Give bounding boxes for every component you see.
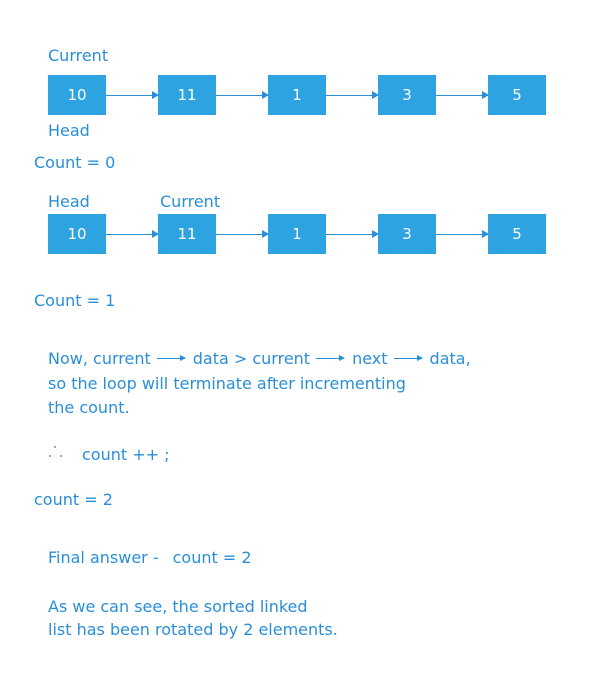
dot [54,446,56,448]
list-node-3: 1 [268,214,326,254]
list-node-5: 5 [488,214,546,254]
head-pointer-label: Head [48,192,90,211]
count-text: Count = 0 [34,153,116,172]
list-node-1: 10 [48,214,106,254]
list-node-1: 10 [48,75,106,115]
conclusion-line-1: As we can see, the sorted linked [48,597,308,616]
next-arrow [106,91,159,99]
explanation-line-1: Now, current data > current next data, [48,349,471,369]
explanation-part: Now, current [48,349,151,368]
next-arrow [106,230,159,238]
next-arrow [436,91,489,99]
explanation-part: data > current [192,349,311,368]
arrow-icon [393,354,423,361]
list-node-2: 11 [158,75,216,115]
list-node-5: 5 [488,75,546,115]
next-arrow [436,230,489,238]
dot [49,455,51,457]
arrow-icon [316,354,346,361]
head-pointer-label: Head [48,121,90,140]
explanation-part: next [352,349,388,368]
conclusion-line-2: list has been rotated by 2 elements. [48,620,338,639]
count-text: Count = 1 [34,291,116,310]
increment-text: count ++ ; [82,445,170,464]
next-arrow [326,230,379,238]
explanation-line-2: so the loop will terminate after increme… [48,374,406,393]
dot [60,455,62,457]
final-answer-label: Final answer - [48,548,159,567]
list-node-3: 1 [268,75,326,115]
arrow-icon [156,354,186,361]
final-answer: Final answer - count = 2 [48,548,252,568]
list-node-4: 3 [378,75,436,115]
next-arrow [216,230,269,238]
list-node-4: 3 [378,214,436,254]
current-pointer-label: Current [160,192,221,211]
therefore-icon [48,446,68,458]
explanation-line-3: the count. [48,398,130,417]
list-node-2: 11 [158,214,216,254]
next-arrow [216,91,269,99]
current-pointer-label: Current [48,46,109,65]
explanation-part: data, [429,349,471,368]
next-arrow [326,91,379,99]
final-answer-value: count = 2 [172,548,252,567]
count-result: count = 2 [34,490,113,509]
